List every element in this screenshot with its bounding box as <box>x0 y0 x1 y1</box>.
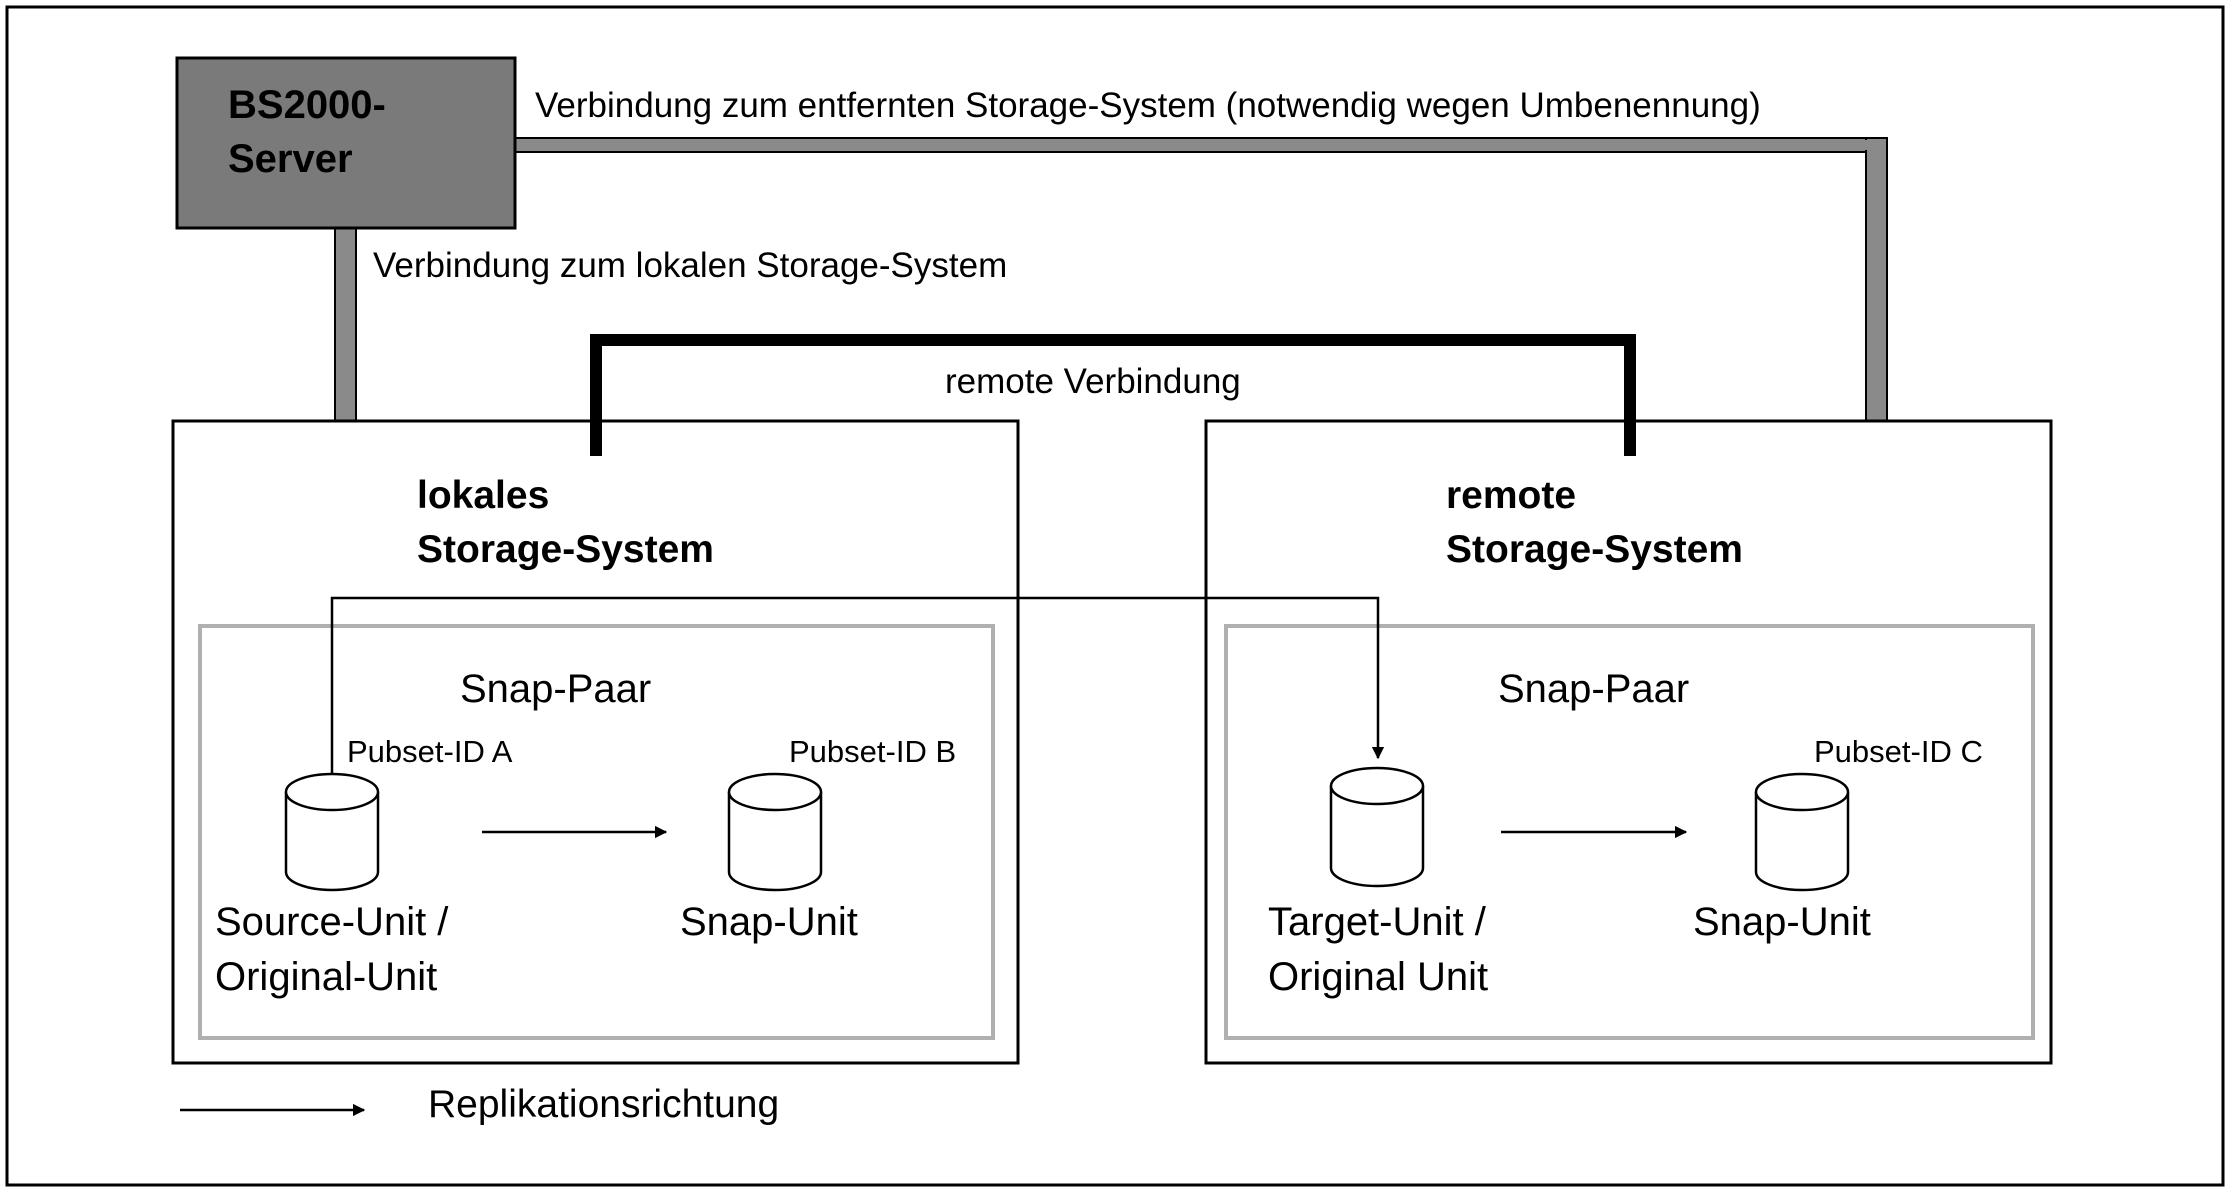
target-unit-label-line1: Target-Unit / <box>1268 900 1487 944</box>
bs2000-server: BS2000- Server <box>175 56 517 230</box>
cylinder-icon <box>284 772 380 892</box>
pubset-id-a-label: Pubset-ID A <box>347 734 513 769</box>
pubset-id-c-label: Pubset-ID C <box>1814 734 1983 769</box>
remote-storage-connection-label: Verbindung zum entfernten Storage-System… <box>535 86 1761 125</box>
remote-link <box>590 334 1636 456</box>
remote-link-label: remote Verbindung <box>945 362 1241 401</box>
source-unit-label-line1: Source-Unit / <box>215 900 449 944</box>
remote-snap-unit-label: Snap-Unit <box>1693 900 1871 944</box>
pubset-id-b-label: Pubset-ID B <box>789 734 956 769</box>
local-system-title-line1: lokales <box>417 474 549 517</box>
remote-system-title-line1: remote <box>1446 474 1576 517</box>
cylinder-icon <box>1754 772 1850 892</box>
server-label-line1: BS2000- <box>228 83 386 127</box>
cylinder-icon <box>1329 766 1425 888</box>
replication-line <box>330 596 1385 776</box>
local-snap-pair-label: Snap-Paar <box>460 667 651 711</box>
legend-label: Replikationsrichtung <box>428 1083 779 1126</box>
remote-system-title-line2: Storage-System <box>1446 528 1743 571</box>
remote-snap-pair-label: Snap-Paar <box>1498 667 1689 711</box>
remote-storage-connector <box>514 137 1888 457</box>
local-snap-unit-label: Snap-Unit <box>680 900 858 944</box>
local-storage-connection-label: Verbindung zum lokalen Storage-System <box>373 246 1007 285</box>
source-unit-label-line2: Original-Unit <box>215 955 437 999</box>
cylinder-icon <box>727 772 823 892</box>
server-label-line2: Server <box>228 137 353 181</box>
target-unit-label-line2: Original Unit <box>1268 955 1488 999</box>
local-system-title-line2: Storage-System <box>417 528 714 571</box>
